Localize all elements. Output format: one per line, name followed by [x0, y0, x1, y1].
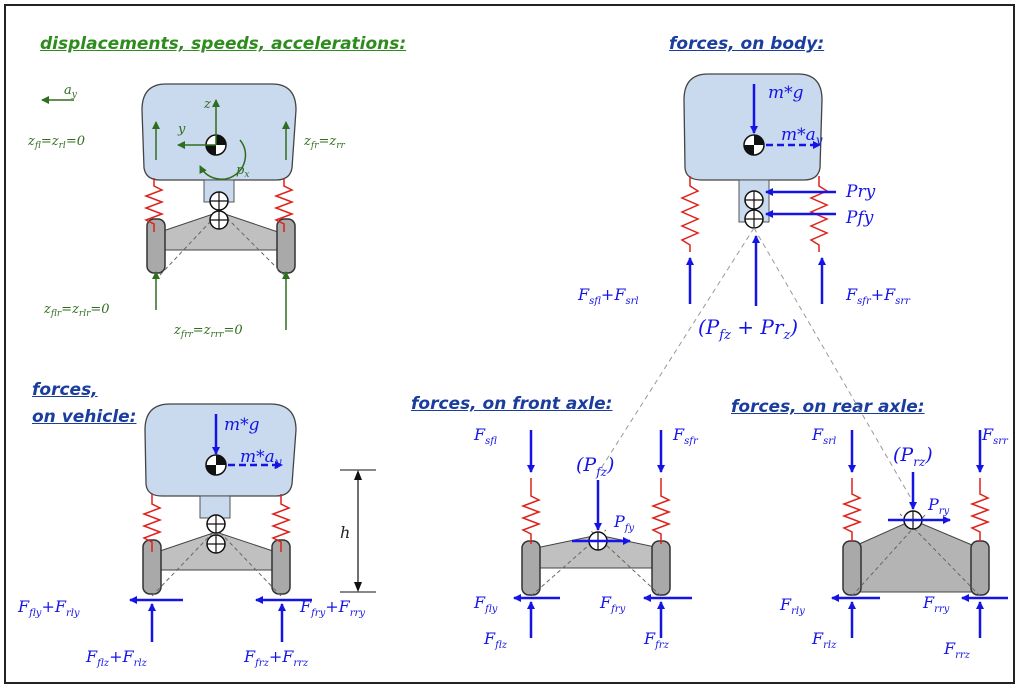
label-rear-prz: (Prz): [893, 444, 933, 469]
heading-kinematics: displacements, speeds, accelerations:: [40, 34, 407, 54]
label-body-fs-right: Fsfr+Fsrr: [845, 285, 911, 307]
label-rear-frry: Frry: [922, 593, 950, 615]
label-y: y: [177, 122, 186, 137]
rear-axle-panel: Fsrl Fsrr (Prz) Pry Frly Frry Frlz Frrz: [779, 425, 1009, 661]
label-front-fsfr: Fsfr: [672, 425, 699, 447]
label-front-pfz: (Pfz): [576, 454, 614, 479]
label-z-right-bottom: zfrr=zrrr=0: [173, 323, 243, 340]
heading-forces-front-axle: forces, on front axle:: [411, 394, 613, 414]
label-rear-frlz: Frlz: [811, 629, 837, 651]
label-body-fs-left: Fsfl+Fsrl: [577, 285, 639, 307]
label-rear-frrz: Frrz: [943, 639, 971, 661]
label-z: z: [203, 97, 211, 112]
label-body-mg: m*g: [768, 83, 804, 103]
label-height-h: h: [340, 523, 350, 542]
label-vehicle-fry: Ffry+Frry: [299, 597, 365, 619]
front-axle-panel: Fsfl Fsfr (Pfz) Pfy Ffly Ffry Fflz Ffrz: [473, 425, 699, 651]
vehicle-body-3: [144, 403, 297, 497]
heading-forces-vehicle-1: forces,: [32, 380, 98, 400]
label-rear-pry: Pry: [927, 495, 950, 517]
kinematics-panel: ay z y px zfl=zrl=0 zfr=zrr zflr=zrlr=0 …: [27, 83, 346, 340]
heading-forces-vehicle-2: on vehicle:: [32, 407, 137, 427]
label-vehicle-mg: m*g: [224, 415, 260, 435]
diagram-frame: [4, 4, 1015, 684]
label-front-fsfl: Fsfl: [473, 425, 497, 447]
label-vehicle-frz: Ffrz+Frrz: [243, 647, 309, 669]
label-z-left-top: zfl=zrl=0: [27, 134, 85, 151]
label-ay: ay: [64, 83, 78, 100]
label-px: px: [236, 163, 249, 180]
label-rear-frly: Frly: [779, 595, 805, 617]
body-forces-panel: m*g m*ay Pry Pfy Fsfl+Fsrl Fsfr+Fsrr (Pf…: [577, 73, 913, 501]
label-body-pry: Pry: [845, 182, 876, 202]
heading-forces-body: forces, on body:: [669, 34, 825, 54]
label-vehicle-fly: Ffly+Frly: [17, 597, 80, 619]
label-front-ffly: Ffly: [473, 593, 498, 615]
label-front-fflz: Fflz: [483, 629, 508, 651]
label-body-pfy: Pfy: [845, 208, 874, 228]
rear-axle-beam: [856, 519, 973, 593]
label-rear-fsrl: Fsrl: [811, 425, 836, 447]
label-z-left-bottom: zflr=zrlr=0: [43, 302, 110, 319]
label-z-right-top: zfr=zrr: [303, 134, 346, 151]
label-vehicle-may: m*ay: [240, 447, 282, 469]
label-body-pz: (Pfz + Prz): [698, 315, 798, 343]
label-vehicle-flz: Fflz+Frlz: [85, 647, 148, 669]
label-front-ffry: Ffry: [599, 593, 626, 615]
label-body-may: m*ay: [781, 125, 823, 147]
heading-forces-rear-axle: forces, on rear axle:: [731, 397, 925, 417]
vehicle-body-1: [141, 83, 297, 181]
vehicle-forces-panel: m*g m*ay h Ffly+Frly Ffry+Frry Fflz+Frlz…: [17, 403, 376, 669]
label-front-pfy: Pfy: [613, 512, 634, 534]
label-rear-fsrr: Fsrr: [981, 425, 1009, 447]
label-front-ffrz: Ffrz: [643, 629, 670, 651]
